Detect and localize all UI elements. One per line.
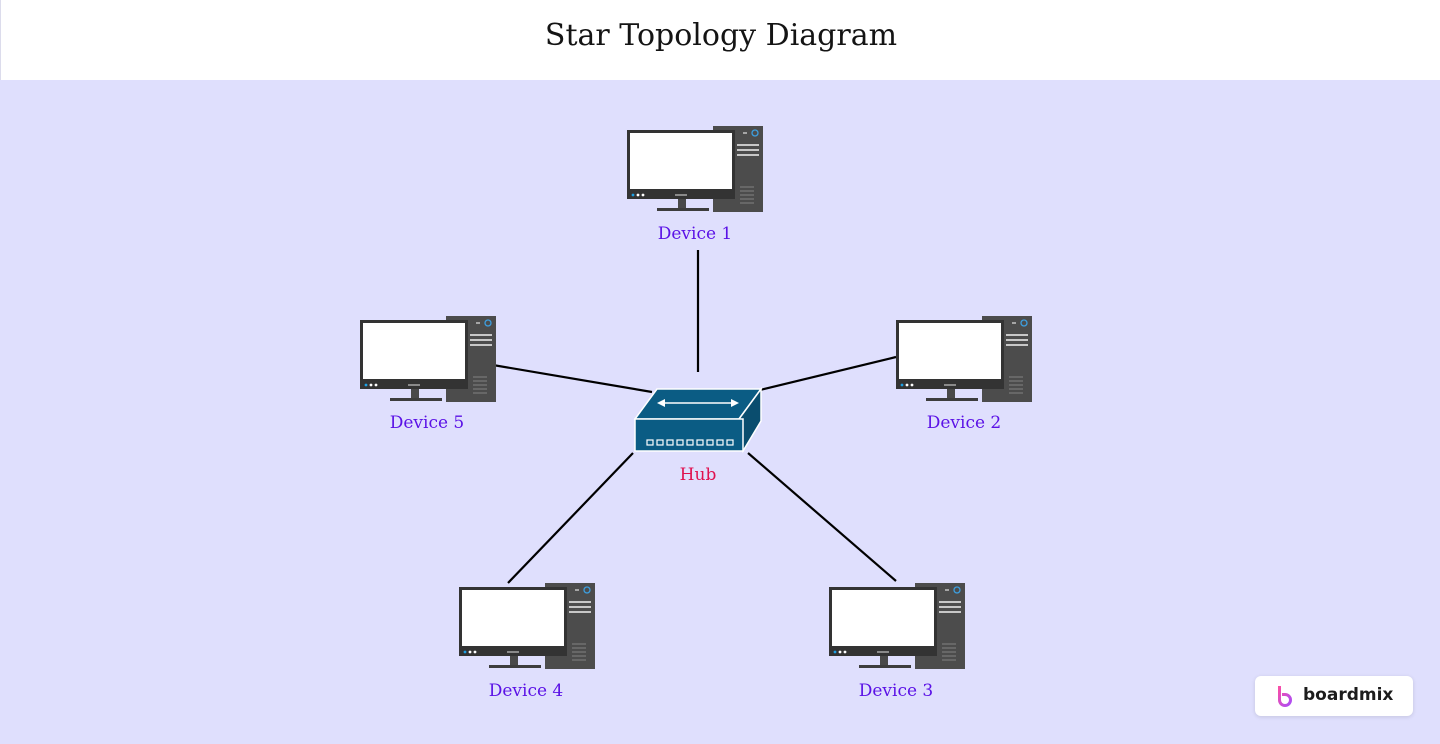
device-2-label: Device 2 — [926, 413, 1002, 433]
computer-icon — [459, 583, 595, 669]
device-3-label: Device 3 — [858, 681, 934, 701]
device-5[interactable] — [360, 314, 496, 404]
hub-label: Hub — [679, 465, 717, 485]
device-1[interactable] — [627, 124, 763, 214]
link-device-2 — [759, 355, 897, 392]
device-4[interactable] — [459, 581, 595, 671]
boardmix-logo-icon — [1278, 686, 1292, 707]
device-3[interactable] — [829, 581, 965, 671]
link-device-3 — [747, 452, 897, 582]
computer-icon — [829, 583, 965, 669]
header: Star Topology Diagram — [0, 0, 1440, 80]
boardmix-logo[interactable]: boardmix — [1255, 676, 1413, 716]
page-title: Star Topology Diagram — [544, 18, 898, 53]
device-1-label: Device 1 — [657, 224, 733, 244]
device-4-label: Device 4 — [488, 681, 564, 701]
hub[interactable] — [633, 387, 763, 455]
link-device-5 — [486, 362, 653, 394]
boardmix-logo-text: boardmix — [1303, 685, 1394, 705]
device-5-label: Device 5 — [389, 413, 465, 433]
computer-icon — [896, 316, 1032, 402]
computer-icon — [360, 316, 496, 402]
hub-icon — [633, 387, 763, 454]
link-device-4 — [507, 452, 634, 584]
computer-icon — [627, 126, 763, 212]
device-2[interactable] — [896, 314, 1032, 404]
